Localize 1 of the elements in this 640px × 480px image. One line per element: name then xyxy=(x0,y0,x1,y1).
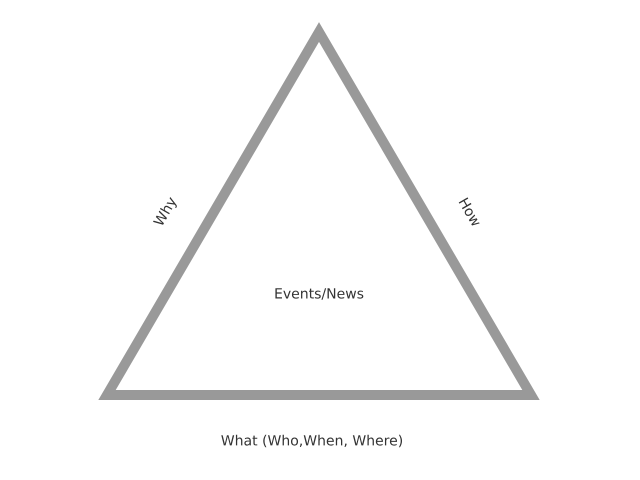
side-label: What (Who,When, Where) xyxy=(221,434,402,448)
